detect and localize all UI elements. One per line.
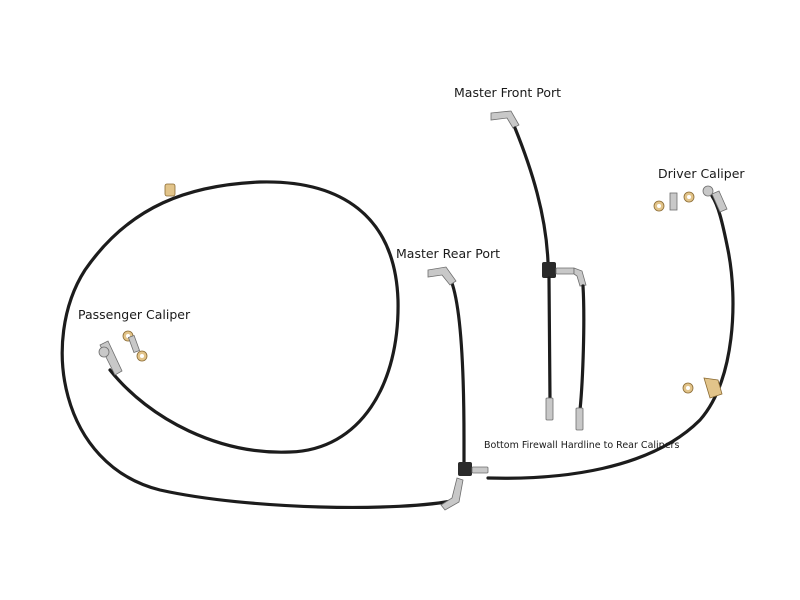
front-tee-block (542, 262, 556, 278)
front-tee-side-fitting (555, 267, 575, 275)
rear-tee-block (458, 462, 472, 476)
passenger-bolt (127, 334, 141, 354)
driver-bolt (669, 192, 678, 211)
label-master-front-port: Master Front Port (454, 85, 562, 100)
passenger-banjo (98, 346, 110, 358)
master-rear-port-fitting (427, 266, 457, 286)
rear-tee-elbow (440, 477, 464, 511)
driver-caliper-fitting (711, 190, 728, 213)
firewall-hose-right (578, 284, 586, 412)
front-tee-elbow (573, 267, 587, 287)
driver-banjo (702, 185, 714, 197)
driver-washer-1-hole (657, 204, 661, 208)
label-master-rear-port: Master Rear Port (396, 246, 501, 261)
driver-washer-2-hole (687, 195, 691, 199)
driver-washer-lower-hole (686, 386, 690, 390)
label-passenger-caliper: Passenger Caliper (78, 307, 191, 322)
driver-hose-bracket (703, 377, 723, 399)
label-driver-caliper: Driver Caliper (658, 166, 745, 181)
master-rear-hose (448, 276, 466, 468)
master-front-port-fitting (490, 110, 520, 129)
passenger-hose (60, 180, 459, 510)
rear-to-driver-hose (486, 194, 735, 480)
master-front-hose (513, 126, 550, 264)
hose-clip-top (164, 183, 176, 197)
firewall-left-end-fitting (545, 397, 554, 421)
firewall-right-end-fitting (575, 407, 584, 431)
passenger-washer-2-hole (140, 354, 144, 358)
label-bottom-firewall: Bottom Firewall Hardline to Rear Caliper… (484, 440, 680, 451)
firewall-hose-left (547, 276, 552, 402)
rear-tee-side-fitting (471, 466, 489, 474)
